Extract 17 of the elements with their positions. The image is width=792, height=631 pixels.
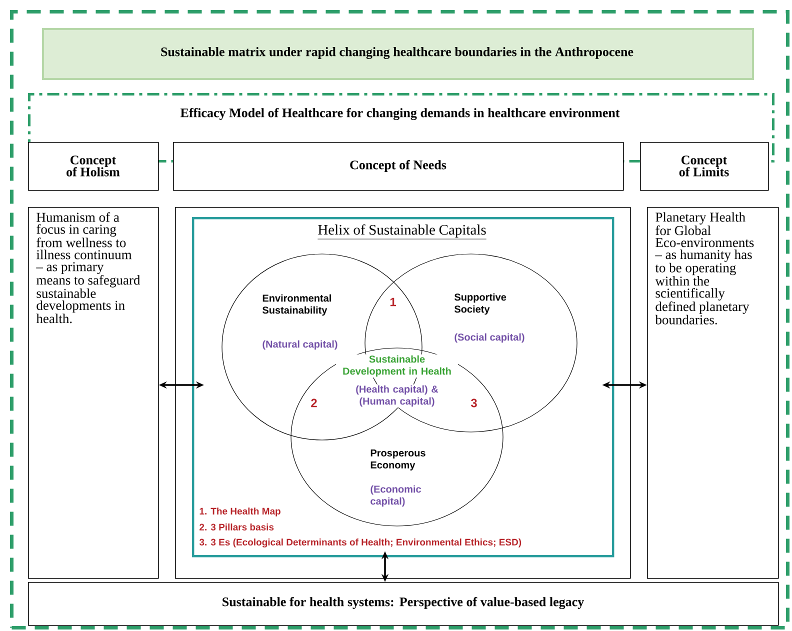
region-number: 3 xyxy=(470,398,477,408)
list-item: 3. 3 Es (Ecological Determinants of Health; Environmental Ethics; ESD) xyxy=(199,538,522,548)
header-box: Concept of Limits xyxy=(640,142,769,191)
overlap-label: Sustainable Development in Health xyxy=(336,354,458,378)
list-item: 1. The Health Map xyxy=(200,508,280,516)
region-number: 1 xyxy=(390,298,396,306)
text-box: Humanism of a focus in caring from wellness to illness continuum – as primary means to safeguard sustainable developments in health. xyxy=(28,207,159,579)
text-box: Planetary Health for Global Eco-environments – as humanity has to be operating within the scientifically defined planetary boundaries. xyxy=(647,207,779,579)
dashed-frame xyxy=(10,10,790,630)
panel-box xyxy=(175,207,631,579)
region-number: 2 xyxy=(311,398,317,408)
header-box: Concept of Holism xyxy=(28,142,159,191)
footer-box: Sustainable for health systems: Perspective of value-based legacy xyxy=(28,582,779,626)
title-banner: Sustainable matrix under rapid changing healthcare boundaries in the Anthropocene xyxy=(42,28,754,80)
header-box: Concept of Needs xyxy=(173,142,624,191)
list-item: 2. 3 Pillars basis xyxy=(200,524,274,530)
overlap-label: (Health capital) & (Human capital) xyxy=(350,384,444,408)
